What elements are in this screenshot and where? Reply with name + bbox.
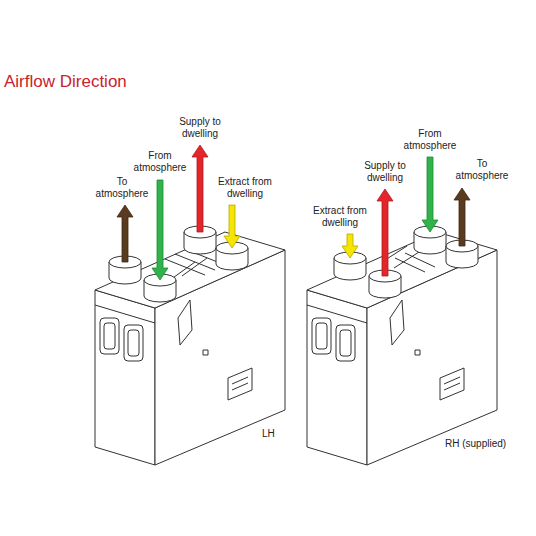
unit-handing-label: LH [262, 428, 275, 440]
rating-plate [440, 368, 464, 400]
filter-handle [104, 323, 115, 349]
airflow-label: From atmosphere [128, 150, 192, 174]
screw [415, 350, 420, 355]
label-slot: To atmosphere [450, 158, 514, 182]
filter-handle [336, 325, 355, 361]
exhaust-arrow [117, 205, 133, 262]
filter-handle [340, 330, 351, 356]
fresh-air-arrow [152, 180, 168, 280]
top-rib [405, 253, 435, 267]
supply-arrow [192, 145, 208, 232]
label-slot: Extract from dwelling [308, 205, 372, 229]
flap [390, 300, 404, 345]
filter-handle [316, 323, 327, 349]
rh-unit [307, 226, 497, 465]
top-rib [165, 259, 205, 275]
rating-plate-line [232, 377, 248, 384]
airflow-label: Extract from dwelling [308, 205, 372, 229]
top-rib [394, 252, 419, 268]
filter-handle [100, 318, 119, 354]
screw [203, 350, 208, 355]
flap [178, 300, 192, 345]
label-slot: Supply to dwelling [168, 116, 232, 140]
extract-arrow [224, 205, 240, 248]
fresh-air-arrow [422, 157, 438, 232]
supply-arrow [377, 189, 393, 276]
rating-plate-line [444, 383, 460, 390]
panel-line [95, 305, 155, 323]
unit-side-face [367, 250, 497, 465]
unit-top-face [307, 232, 497, 308]
panel-line [307, 305, 367, 323]
label-slot: RH (supplied) [445, 438, 506, 450]
extract-arrow [342, 234, 358, 258]
unit-end-face [95, 290, 155, 465]
label-slot: From atmosphere [128, 150, 192, 174]
airflow-label: Supply to dwelling [353, 160, 417, 184]
label-slot: From atmosphere [398, 128, 462, 152]
title-slot: Airflow Direction [4, 72, 127, 92]
unit-end-face [307, 290, 367, 465]
label-slot: To atmosphere [90, 176, 154, 200]
airflow-label: To atmosphere [450, 158, 514, 182]
filter-handle [128, 330, 139, 356]
label-slot: Extract from dwelling [213, 176, 277, 200]
rating-plate-line [232, 383, 248, 390]
label-slot: LH [262, 428, 275, 440]
airflow-label: To atmosphere [90, 176, 154, 200]
airflow-label: Supply to dwelling [168, 116, 232, 140]
top-rib [182, 258, 207, 276]
airflow-label: Extract from dwelling [213, 176, 277, 200]
exhaust-arrow [454, 188, 470, 246]
label-slot: Supply to dwelling [353, 160, 417, 184]
diagram-title: Airflow Direction [4, 72, 127, 92]
filter-handle [124, 325, 143, 361]
filter-handle [312, 318, 331, 354]
unit-handing-label: RH (supplied) [445, 438, 506, 450]
airflow-label: From atmosphere [398, 128, 462, 152]
rating-plate [228, 368, 252, 400]
rating-plate-line [444, 377, 460, 384]
